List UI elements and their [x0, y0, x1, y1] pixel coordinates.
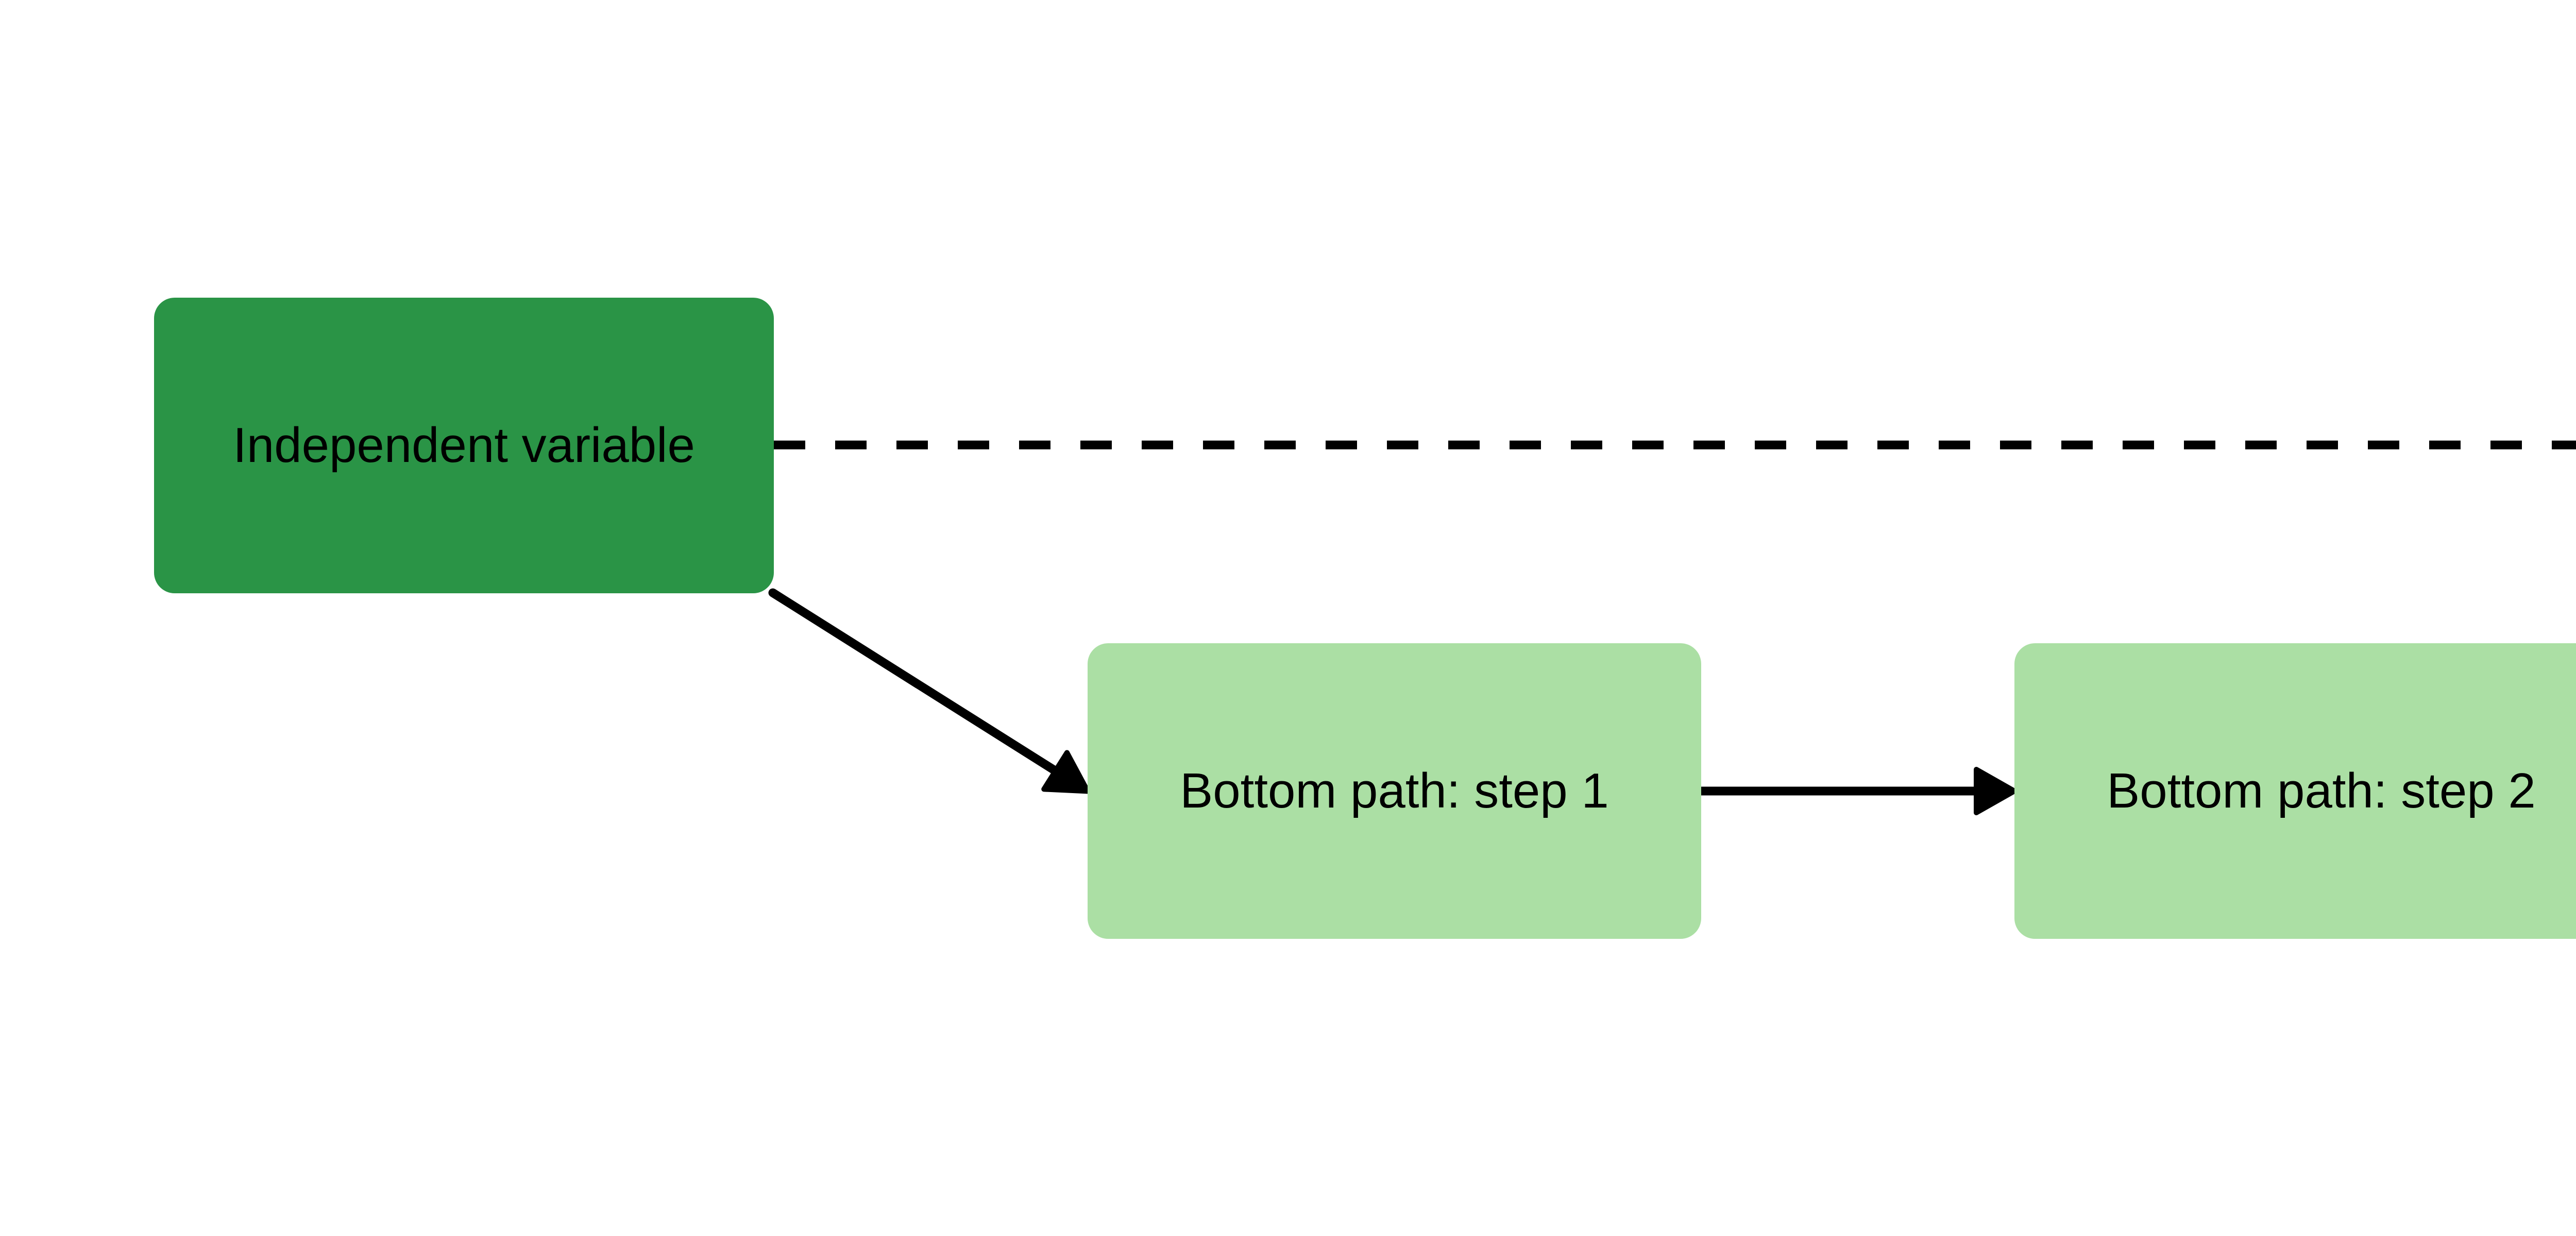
- node-independent-variable: Independent variable: [154, 298, 774, 593]
- node-bottom-path-step-1: Bottom path: step 1: [1088, 643, 1701, 939]
- node-bottom-path-step-2: Bottom path: step 2: [2014, 643, 2576, 939]
- edge-independent-to-step1-arrow: [768, 588, 1091, 794]
- node-independent-variable-label: Independent variable: [233, 417, 695, 473]
- node-bottom-path-step-1-label: Bottom path: step 1: [1180, 763, 1609, 818]
- node-bottom-path-step-2-label: Bottom path: step 2: [2107, 763, 2536, 818]
